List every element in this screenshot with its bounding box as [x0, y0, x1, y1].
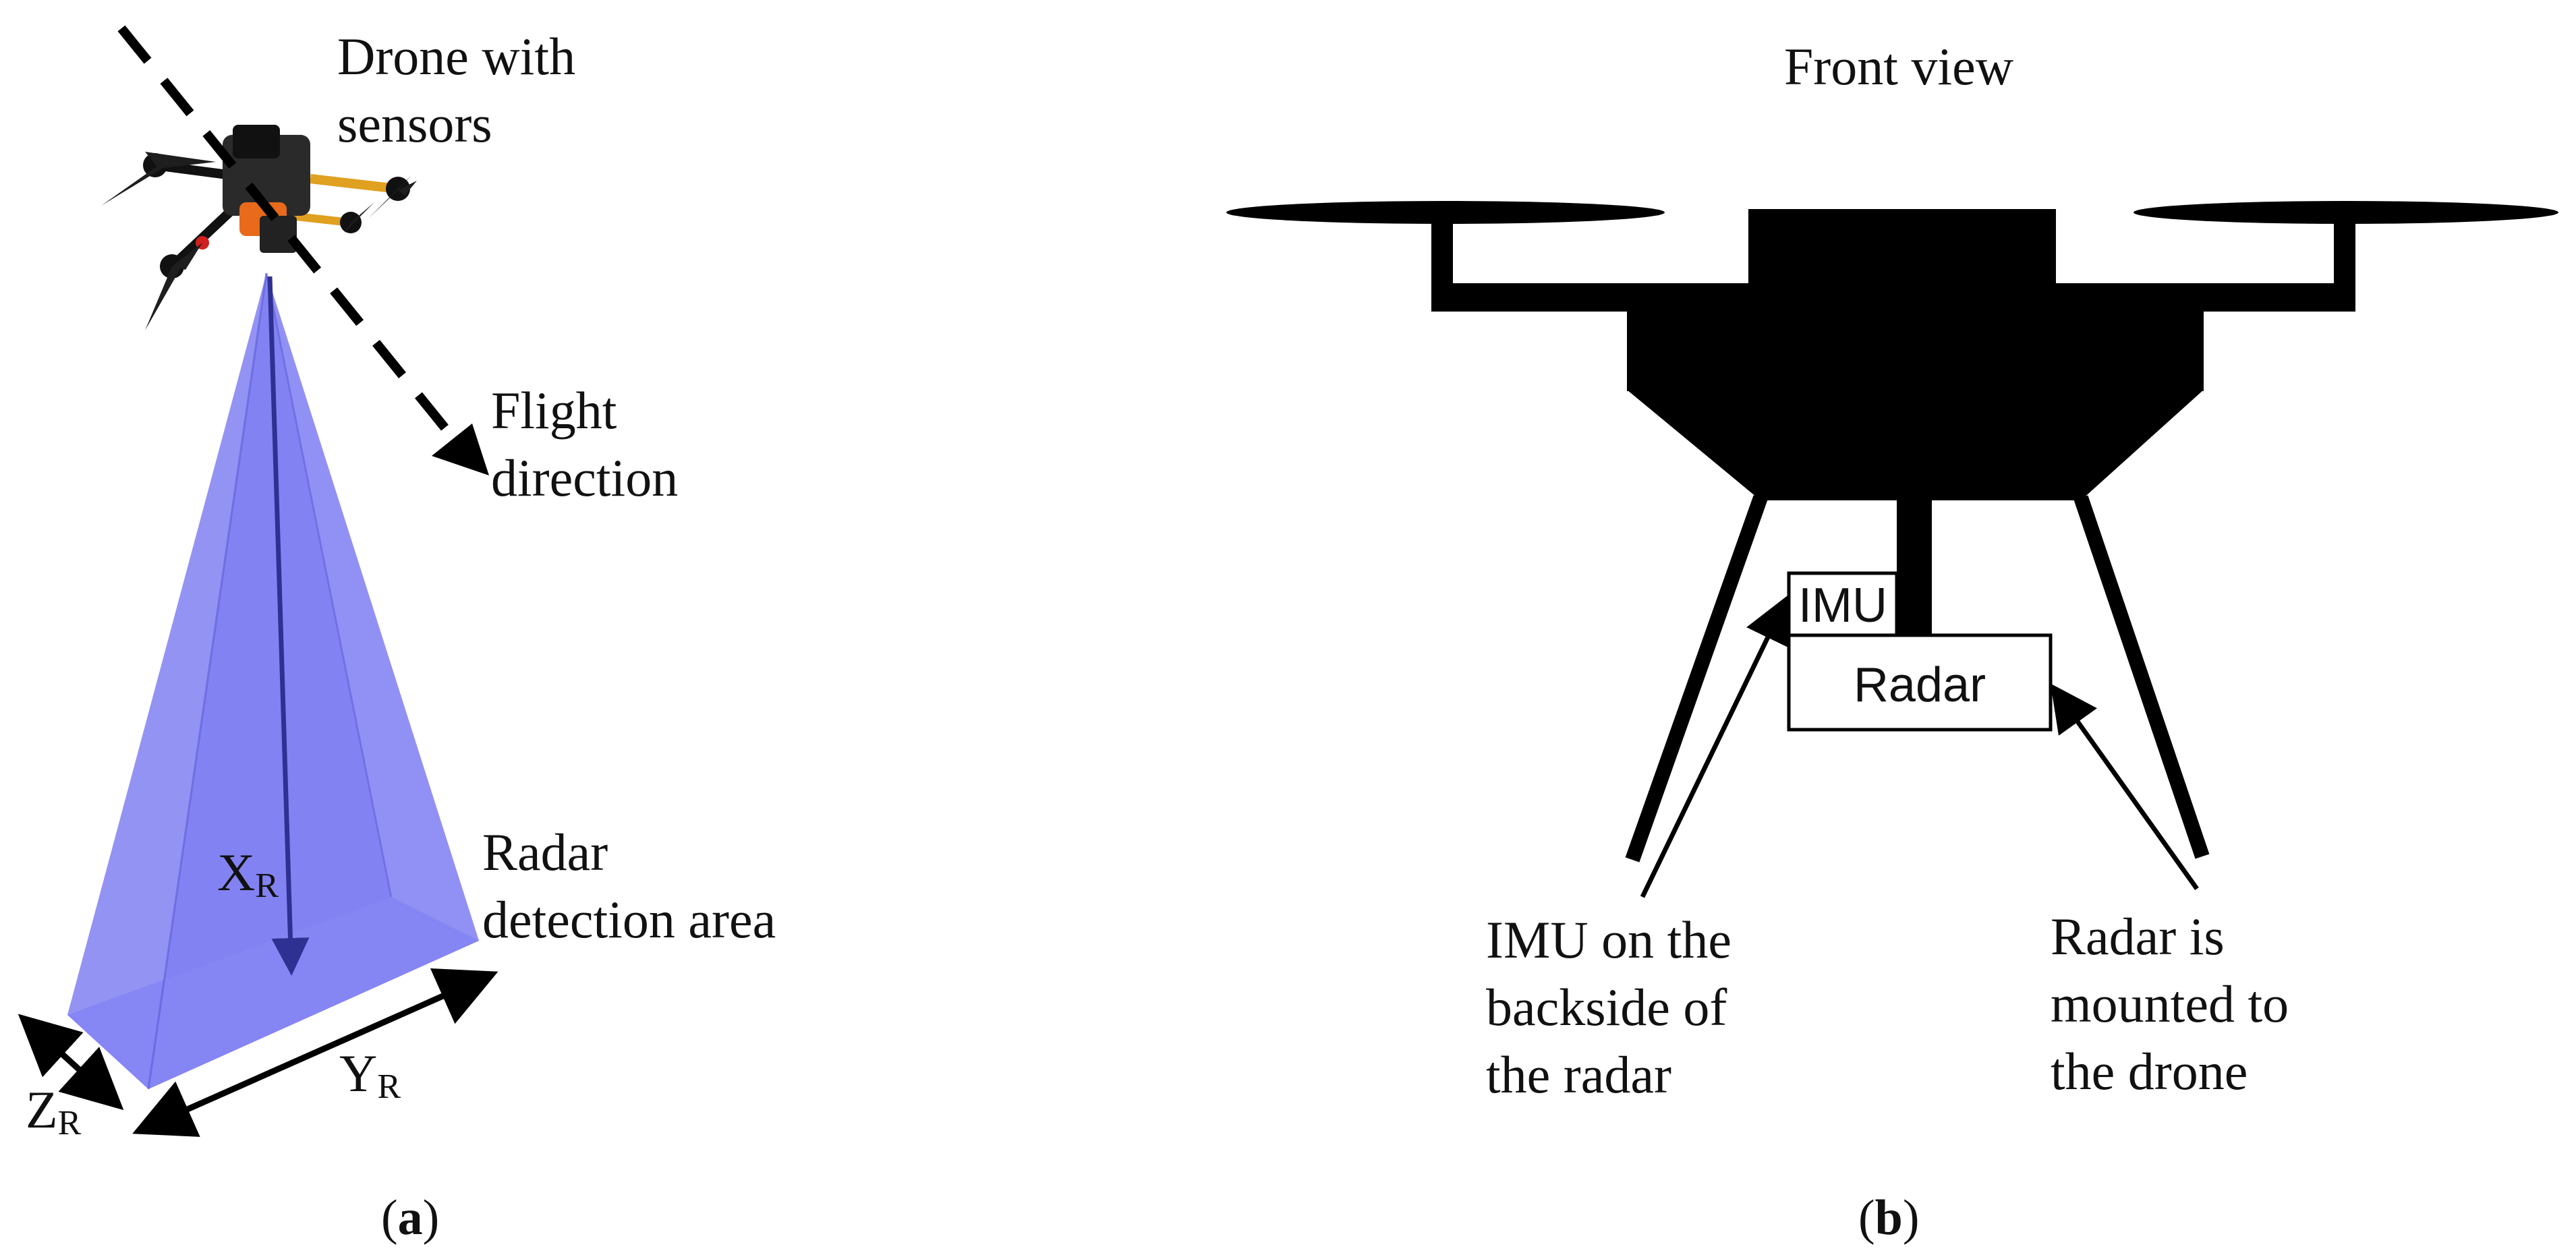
drone-photo — [101, 125, 417, 330]
cone-edge — [265, 272, 393, 898]
caption-a: (a) — [381, 1190, 439, 1246]
y-axis-arrow — [132, 968, 498, 1137]
flight-direction-arrow — [117, 25, 469, 457]
x-axis-arrow — [267, 276, 310, 976]
radar-area-label: Radar detection area — [482, 823, 776, 949]
cone-edge — [147, 272, 268, 1090]
panel-a: Drone with sensors Flight direction Rada… — [18, 25, 776, 1246]
imu-pointer-arrow — [1640, 595, 1790, 898]
x-axis-label: XR — [217, 843, 279, 905]
radar-mount-stem — [1897, 496, 1932, 637]
front-view-title: Front view — [1784, 37, 2013, 96]
propeller-mast-left — [1431, 212, 1453, 287]
imu-box — [1787, 571, 1899, 637]
radar-note: Radar is mounted to the drone — [2051, 907, 2302, 1101]
panel-b: Front view IMU Radar IMU on the bac — [1226, 37, 2558, 1246]
drone-label: Drone with sensors — [337, 27, 589, 153]
z-axis-arrow — [18, 1014, 124, 1111]
radar-pointer-arrow — [2050, 683, 2199, 891]
flight-direction-arrowhead — [432, 423, 489, 475]
cone-right-face — [266, 273, 479, 941]
leg-left — [1625, 495, 1768, 863]
drone-top-block — [1748, 209, 2056, 290]
drone-body — [1627, 287, 2204, 391]
caption-b: (b) — [1858, 1190, 1919, 1246]
drone-body-lower — [1627, 390, 2204, 500]
radar-box-label: Radar — [1854, 658, 1986, 712]
imu-box-label: IMU — [1798, 579, 1887, 633]
z-axis-label: ZR — [26, 1080, 82, 1142]
imu-note: IMU on the backside of the radar — [1486, 910, 1744, 1104]
leg-right — [2073, 495, 2210, 859]
y-axis-label: YR — [339, 1044, 401, 1106]
propeller-mast-right — [2334, 212, 2355, 287]
flight-direction-label: Flight direction — [491, 381, 678, 507]
radar-box — [1787, 633, 2053, 732]
cone-left-face — [67, 273, 266, 1089]
